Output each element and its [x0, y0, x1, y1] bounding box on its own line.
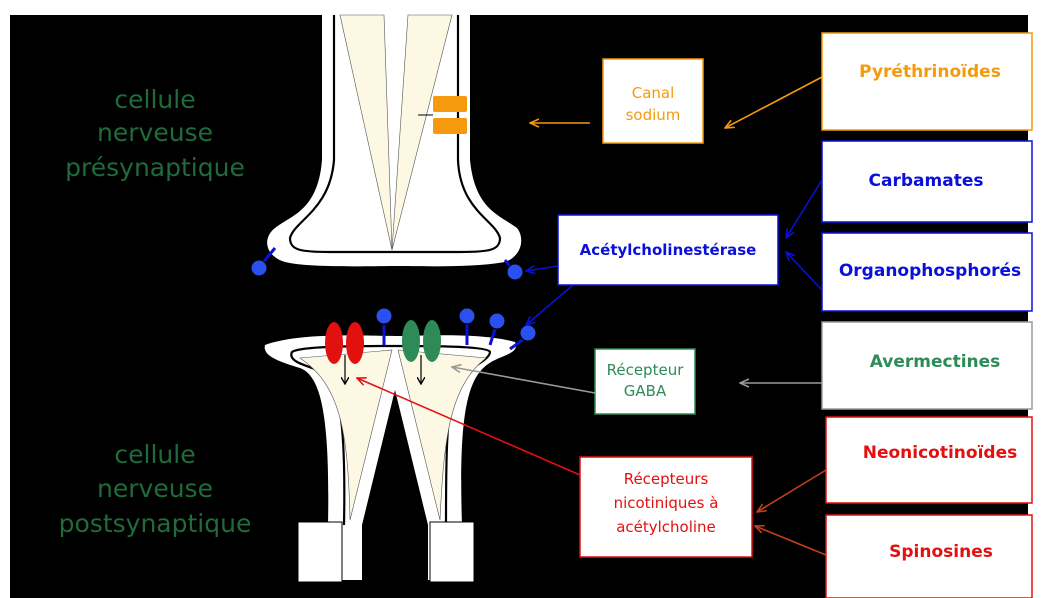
spinosines-label: Spinosines — [889, 542, 993, 562]
presynaptic-label-line-1: cellule — [114, 85, 195, 114]
carbamates-label: Carbamates — [869, 171, 984, 191]
pyrethrinoides-box: Pyréthrinoïdes — [822, 33, 1032, 130]
gaba-receptor-label-2: GABA — [624, 382, 667, 400]
carbamates-box: Carbamates — [822, 141, 1032, 222]
sodium-channel-box: Canal sodium — [603, 59, 703, 143]
presynaptic-label-line-2: nerveuse — [97, 118, 213, 147]
nicotinic-receptor-box: Récepteurs nicotiniques à acétylcholine — [580, 457, 752, 557]
nicotinic-receptor-label-1: Récepteurs — [624, 470, 709, 488]
postsynaptic-left-foot — [298, 522, 342, 582]
postsynaptic-right-foot — [430, 522, 474, 582]
gaba-receptor-box: Récepteur GABA — [595, 349, 695, 414]
pyrethrinoides-label: Pyréthrinoïdes — [859, 62, 1001, 82]
postsynaptic-label-line-3: postsynaptique — [59, 509, 252, 538]
organophosphores-box: Organophosphorés — [822, 233, 1032, 311]
sodium-channel-label-2: sodium — [626, 106, 681, 124]
gaba-receptor-label-1: Récepteur — [607, 361, 685, 379]
avermectines-label: Avermectines — [870, 352, 1001, 372]
organophosphores-label: Organophosphorés — [839, 261, 1021, 281]
acetylcholinesterase-label: Acétylcholinestérase — [580, 241, 757, 259]
postsynaptic-label-line-1: cellule — [114, 440, 195, 469]
neonicotinoides-label: Neonicotinoïdes — [863, 443, 1018, 463]
presynaptic-label-line-3: présynaptique — [65, 153, 245, 182]
neonicotinoides-box: Neonicotinoïdes — [826, 417, 1032, 503]
acetylcholinesterase-box: Acétylcholinestérase — [558, 215, 778, 285]
sodium-channel-label-1: Canal — [632, 84, 675, 102]
nicotinic-receptor-label-2: nicotiniques à — [614, 494, 719, 512]
spinosines-box: Spinosines — [826, 515, 1032, 598]
avermectines-box: Avermectines — [822, 322, 1032, 409]
postsynaptic-label-line-2: nerveuse — [97, 474, 213, 503]
nicotinic-receptor-label-3: acétylcholine — [616, 518, 716, 536]
